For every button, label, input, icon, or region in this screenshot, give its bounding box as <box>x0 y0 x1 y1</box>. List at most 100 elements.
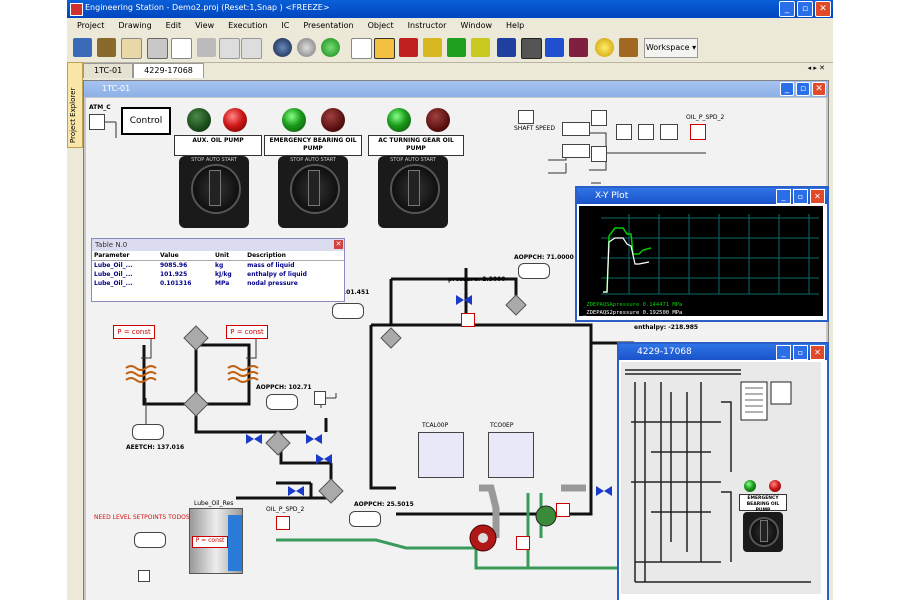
menu-drawing[interactable]: Drawing <box>118 21 152 30</box>
x-block-4[interactable] <box>516 536 530 550</box>
logic-block-4[interactable] <box>638 124 654 140</box>
aeetch-label: AEETCH: 137.016 <box>126 444 185 451</box>
table-row[interactable]: Lube_Oil_... 101.925 kJ/kg enthalpy of l… <box>92 270 344 279</box>
delta-block-2[interactable] <box>591 146 607 162</box>
folder-open-icon[interactable] <box>121 38 142 59</box>
lube-oil-tank[interactable]: P = const <box>189 508 243 574</box>
x-block-3[interactable] <box>556 503 570 517</box>
f1-meter-bottom[interactable] <box>349 511 381 527</box>
table-cell: nodal pressure <box>247 280 298 287</box>
p-const-right[interactable]: P = const <box>226 325 268 339</box>
control-button[interactable]: Control <box>121 107 171 135</box>
refresh-icon[interactable] <box>321 38 340 57</box>
globe-icon[interactable] <box>273 38 292 57</box>
restore-button[interactable]: ▫ <box>797 1 813 17</box>
sub-pump-switch[interactable] <box>743 512 783 552</box>
tab-4229-17068[interactable]: 4229-17068 <box>133 63 204 78</box>
sub-restore-button[interactable]: ▫ <box>793 345 808 360</box>
pointer-icon[interactable] <box>351 38 372 59</box>
project-explorer-tab[interactable]: Project Explorer <box>67 62 83 148</box>
delta-block-1[interactable] <box>591 110 607 126</box>
book-icon[interactable] <box>97 38 116 57</box>
p-const-left[interactable]: P = const <box>113 325 155 339</box>
ac-turning-pump-switch[interactable]: STOP AUTO START <box>378 156 448 228</box>
f1-meter-top[interactable] <box>332 303 364 319</box>
level-block[interactable] <box>138 570 150 582</box>
f1-meter-right[interactable] <box>518 263 550 279</box>
menu-execution[interactable]: Execution <box>228 21 268 30</box>
table-close-button[interactable]: ✕ <box>334 240 343 249</box>
menu-edit[interactable]: Edit <box>165 21 182 30</box>
level-meter[interactable] <box>134 532 166 548</box>
small-block[interactable] <box>314 391 326 405</box>
logic-block-5[interactable] <box>660 124 678 140</box>
tab-scroll-arrows[interactable]: ◂ ▸ ✕ <box>807 64 825 72</box>
camera-icon[interactable] <box>521 38 542 59</box>
aux-oil-pump-label: AUX. OIL PUMP <box>174 135 262 156</box>
f2-meter[interactable] <box>266 394 298 410</box>
plot-minimize-button[interactable]: _ <box>776 189 791 204</box>
close-button[interactable]: ✕ <box>815 1 831 17</box>
menu-view[interactable]: View <box>195 21 215 30</box>
oil-p-spd-block[interactable] <box>690 124 706 140</box>
emergency-pump-switch[interactable]: STOP AUTO START <box>278 156 348 228</box>
x-block-1[interactable] <box>461 313 475 327</box>
sub-minimize-button[interactable]: _ <box>776 345 791 360</box>
plot-close-button[interactable]: ✕ <box>810 189 825 204</box>
need-level-note: NEED LEVEL SETPOINTS TODOSSS <box>94 514 198 521</box>
snap-icon[interactable] <box>471 38 490 57</box>
chart-icon[interactable] <box>545 38 564 57</box>
paste-icon[interactable] <box>241 38 262 59</box>
x-block-2[interactable] <box>276 516 290 530</box>
xy-plot-area[interactable]: _ZDEPAQSApressure 0.144471 MPa _ZDEPAQS2… <box>579 206 823 316</box>
step-icon[interactable] <box>423 38 442 57</box>
ac-turning-pump-run-lamp <box>387 108 411 132</box>
aux-oil-pump-switch[interactable]: STOP AUTO START <box>179 156 249 228</box>
data-table: Parameter Value Unit Description Lube_Oi… <box>92 251 344 288</box>
plot-restore-button[interactable]: ▫ <box>793 189 808 204</box>
atm-block[interactable] <box>89 114 105 130</box>
workspace-dropdown[interactable]: Workspace ▾ <box>644 38 698 58</box>
tcaloop-exchanger[interactable] <box>418 432 464 478</box>
table-row[interactable]: Lube_Oil_... 9085.96 kg mass of liquid <box>92 261 344 271</box>
menu-help[interactable]: Help <box>506 21 525 30</box>
menu-window[interactable]: Window <box>460 21 493 30</box>
menu-instructor[interactable]: Instructor <box>407 21 447 30</box>
menu-presentation[interactable]: Presentation <box>303 21 354 30</box>
preview-icon[interactable] <box>171 38 192 59</box>
print-icon[interactable] <box>147 38 168 59</box>
library-icon[interactable] <box>619 38 638 57</box>
tcooep-exchanger[interactable] <box>488 432 534 478</box>
shaft-speed-block[interactable] <box>518 110 534 124</box>
copy-icon[interactable] <box>219 38 240 59</box>
disc-icon[interactable] <box>297 38 316 57</box>
cut-icon[interactable] <box>197 38 216 57</box>
xy-plot-svg: _ZDEPAQSApressure 0.144471 MPa _ZDEPAQS2… <box>583 214 819 316</box>
table-row[interactable]: Lube_Oil_... 0.101316 MPa nodal pressure <box>92 279 344 288</box>
subsystem-diagram[interactable]: EMERGENCY BEARING OIL PUMP <box>621 362 821 594</box>
edit-icon[interactable] <box>374 38 395 59</box>
menu-object[interactable]: Object <box>367 21 394 30</box>
diagram-close-button[interactable]: ✕ <box>812 82 826 96</box>
pressure-label: pressure: 2.3000 <box>448 276 506 283</box>
diagram-minimize-button[interactable]: _ <box>780 82 794 96</box>
help-icon[interactable] <box>595 38 614 57</box>
logic-block-3[interactable] <box>616 124 632 140</box>
open-book-icon[interactable] <box>73 38 92 57</box>
sub-close-button[interactable]: ✕ <box>810 345 825 360</box>
f1-meter-left[interactable] <box>132 424 164 440</box>
menu-ic[interactable]: IC <box>281 21 290 30</box>
grid-icon[interactable] <box>497 38 516 57</box>
enthalpy-label: enthalpy: -218.985 <box>634 324 699 331</box>
minimize-button[interactable]: _ <box>779 1 795 17</box>
title-bar: Engineering Station - Demo2.proj (Reset:… <box>67 0 833 18</box>
diagram-restore-button[interactable]: ▫ <box>796 82 810 96</box>
run-icon[interactable] <box>399 38 418 57</box>
go-icon[interactable] <box>447 38 466 57</box>
tools-icon[interactable] <box>569 38 588 57</box>
logic-block-1[interactable] <box>562 122 590 136</box>
tab-1tc-01[interactable]: 1TC-01 <box>83 63 134 78</box>
menu-project[interactable]: Project <box>77 21 105 30</box>
aoppch-2-label: AOPPCH: 102.71 <box>256 384 312 391</box>
logic-block-2[interactable] <box>562 144 590 158</box>
